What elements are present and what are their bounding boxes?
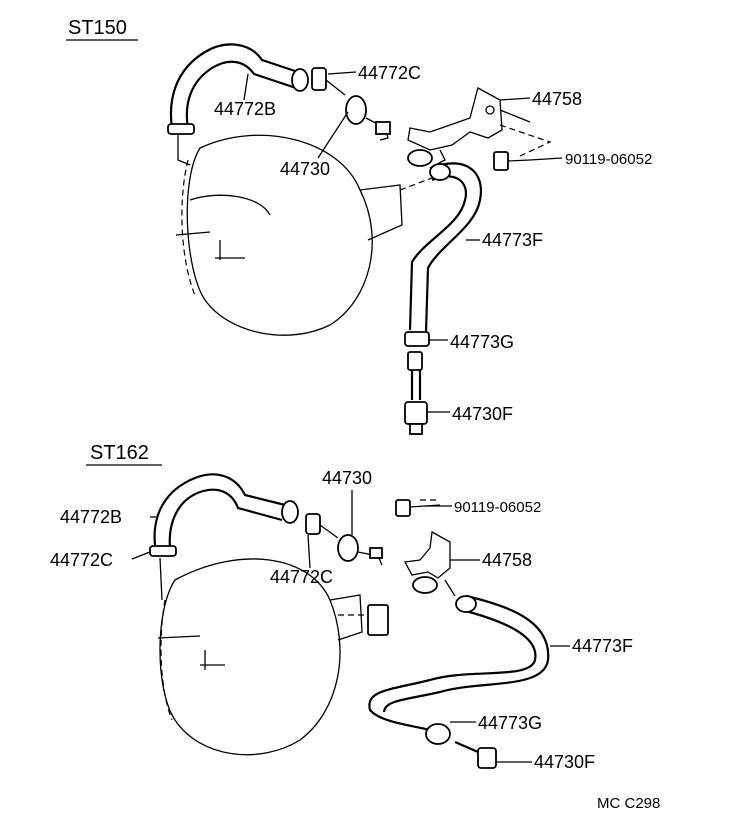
diagram-code: MC C298 bbox=[597, 795, 660, 812]
label-44772c-center: 44772C bbox=[270, 567, 333, 587]
bolt-90119-06052-st150 bbox=[493, 151, 531, 171]
section-title-st150: ST150 bbox=[68, 17, 127, 39]
label-44773f: 44773F bbox=[482, 230, 543, 250]
label-44772c: 44772C bbox=[358, 63, 421, 83]
bracket-44758-st162 bbox=[403, 530, 456, 597]
hose-44772b-st162 bbox=[149, 473, 299, 601]
hose-44773f-st150 bbox=[408, 162, 483, 333]
fitting-44730f-st150 bbox=[404, 331, 430, 435]
valve-44730-st150 bbox=[311, 67, 391, 141]
hose-44772b-st150 bbox=[167, 43, 309, 166]
label-90119-06052: 90119-06052 bbox=[454, 499, 541, 516]
label-44758: 44758 bbox=[482, 550, 532, 570]
label-44773g: 44773G bbox=[450, 332, 514, 352]
label-44772b: 44772B bbox=[60, 507, 122, 527]
bolt-90119-06052-st162 bbox=[395, 499, 441, 517]
label-44773f: 44773F bbox=[572, 636, 633, 656]
section-st162: ST162 bbox=[50, 442, 633, 772]
label-44730f: 44730F bbox=[452, 404, 513, 424]
label-44772b: 44772B bbox=[214, 99, 276, 119]
label-44773g: 44773G bbox=[478, 713, 542, 733]
valve-44730-st162 bbox=[305, 513, 383, 566]
label-44772c-left: 44772C bbox=[50, 550, 113, 570]
label-44730: 44730 bbox=[322, 468, 372, 488]
section-title-st162: ST162 bbox=[90, 442, 149, 464]
label-44730f: 44730F bbox=[534, 752, 595, 772]
label-44758: 44758 bbox=[532, 89, 582, 109]
hose-44773f-st162 bbox=[368, 594, 550, 732]
brake-booster-st162 bbox=[157, 558, 389, 756]
bracket-44758-st150 bbox=[407, 87, 552, 169]
label-44730: 44730 bbox=[280, 159, 330, 179]
section-st150: ST150 bbox=[66, 17, 652, 435]
label-90119-06052: 90119-06052 bbox=[565, 151, 652, 168]
fitting-44730f-st162 bbox=[425, 723, 497, 769]
